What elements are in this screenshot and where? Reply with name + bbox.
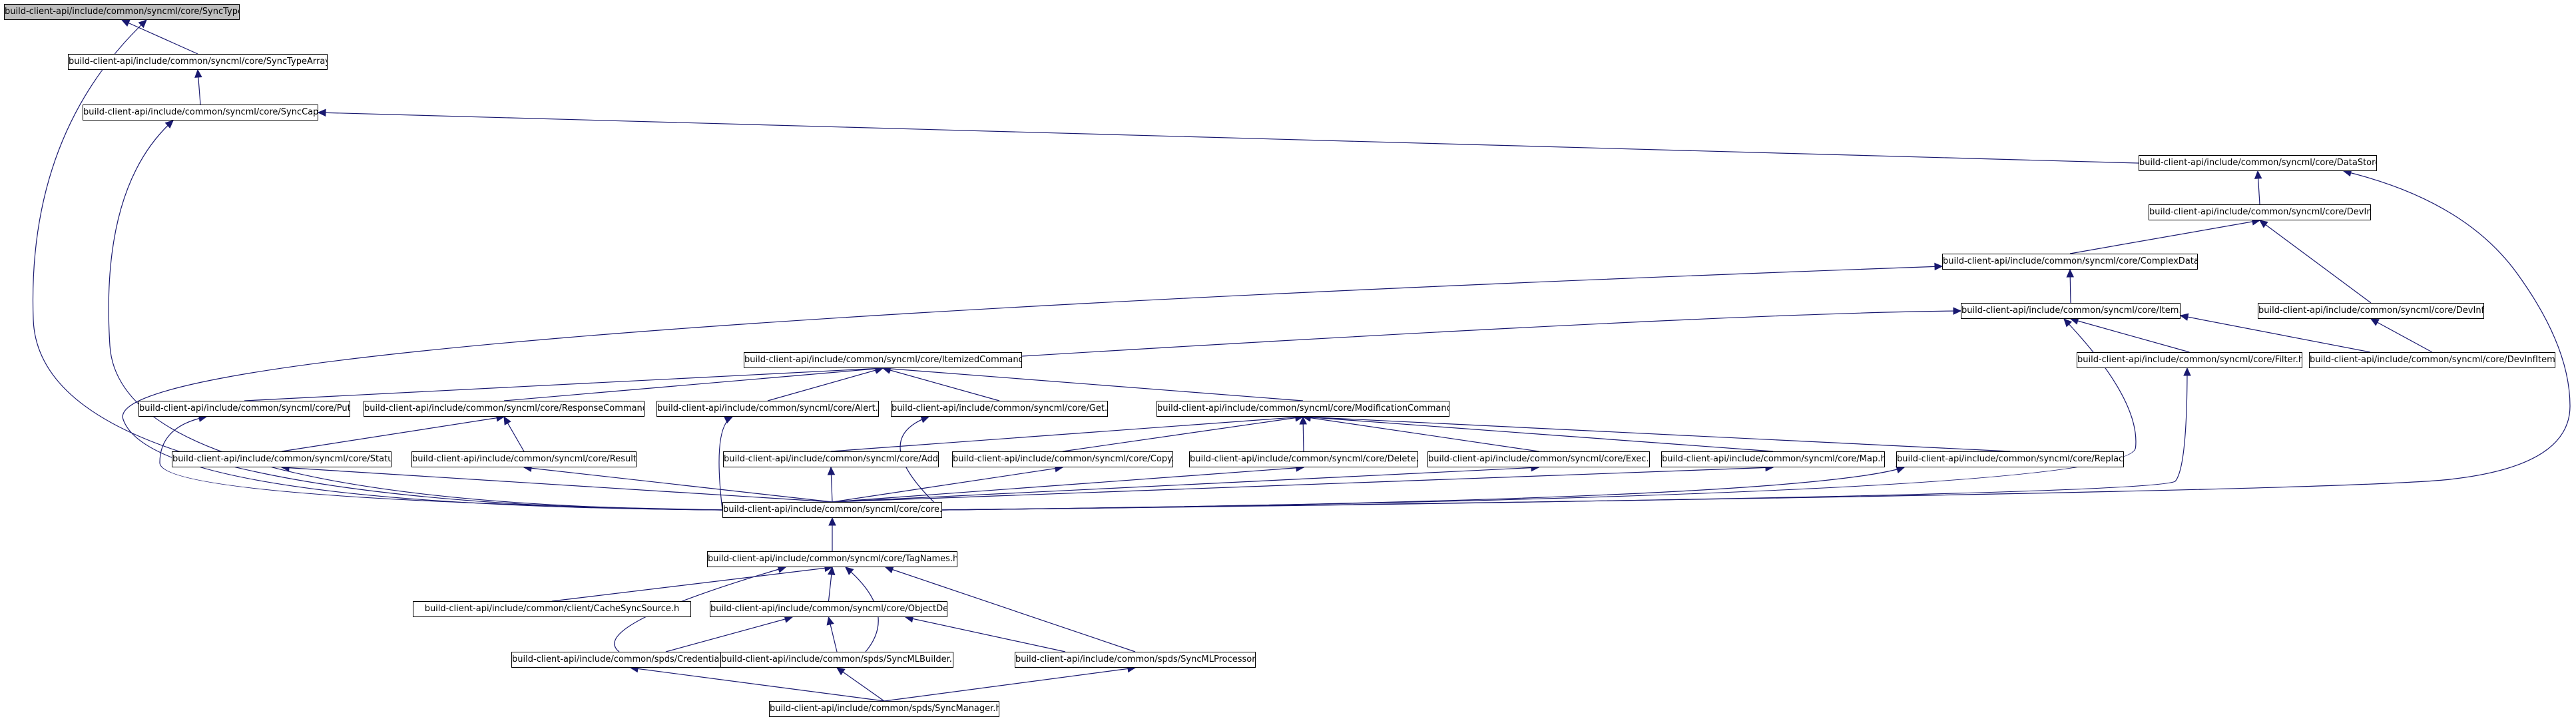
edge-syncmlbuilder-to-tagnames-arrowhead [845, 567, 854, 575]
edge-map-to-modificationcommand [1302, 416, 1774, 452]
edge-core-to-synccap-arrowhead [164, 120, 174, 128]
edge-modificationcommand-to-itemizedcommand [882, 367, 1304, 401]
edge-cachesyncsource-to-tagnames [551, 567, 833, 602]
edge-add-to-modificationcommand [830, 416, 1304, 452]
edge-core-to-alert-arrowhead [724, 416, 734, 424]
node-delete[interactable]: build-client-api/include/common/syncml/c… [1189, 451, 1418, 467]
node-devinf[interactable]: build-client-api/include/common/syncml/c… [2149, 204, 2371, 220]
node-objectdel[interactable]: build-client-api/include/common/syncml/c… [710, 601, 947, 617]
edge-core-to-synctype [32, 19, 723, 511]
edge-objectdel-to-tagnames-arrowhead [828, 566, 836, 576]
edge-itemizedcommand-to-item [1021, 310, 1961, 357]
edge-synccap-to-synctypearray-arrowhead [194, 69, 202, 78]
node-modificationcommand[interactable]: build-client-api/include/common/syncml/c… [1157, 401, 1449, 417]
node-synctypearray[interactable]: build-client-api/include/common/syncml/c… [68, 54, 328, 70]
edge-item-to-complexdata-arrowhead [2066, 268, 2075, 278]
edge-syncmlprocessor-to-tagnames [885, 567, 1136, 652]
edge-syncmanager-to-credentialhandler [630, 667, 885, 702]
edge-datastore-to-synccap-arrowhead [317, 109, 326, 117]
edge-devinfdata-to-devinf [2259, 220, 2372, 304]
edge-alert-to-itemizedcommand [767, 367, 884, 401]
edge-complexdata-to-devinf [2069, 220, 2260, 254]
edge-copy-to-modificationcommand [1062, 416, 1304, 452]
edge-syncmlprocessor-to-tagnames-arrowhead [884, 566, 894, 574]
edge-devinfdata-to-devinf-arrowhead [2259, 220, 2268, 228]
node-complexdata[interactable]: build-client-api/include/common/syncml/c… [1942, 254, 2198, 270]
edge-filter-to-item [2070, 318, 2190, 353]
edge-core-to-copy [832, 467, 1063, 503]
edge-core-to-filter [941, 367, 2188, 511]
node-item[interactable]: build-client-api/include/common/syncml/c… [1961, 303, 2181, 319]
edge-credentialhandler-to-tagnames [614, 567, 786, 652]
edge-core-to-filter-arrowhead [2183, 367, 2191, 376]
node-add[interactable]: build-client-api/include/common/syncml/c… [723, 451, 939, 467]
node-responsecommand[interactable]: build-client-api/include/common/syncml/c… [364, 401, 644, 417]
node-synctype[interactable]: build-client-api/include/common/syncml/c… [4, 4, 240, 20]
edge-core-to-exec [832, 467, 1539, 503]
node-cachesyncsource[interactable]: build-client-api/include/common/client/C… [413, 601, 691, 617]
edge-core-to-replace [941, 467, 1905, 511]
node-credentialhandler[interactable]: build-client-api/include/common/spds/Cre… [511, 652, 750, 668]
edge-core-to-results [523, 467, 833, 503]
edge-devinf-to-datastore-arrowhead [2254, 170, 2262, 179]
edge-put-to-itemizedcommand [244, 367, 884, 401]
edge-core-to-complexdata [122, 266, 1943, 511]
edge-results-to-responsecommand-arrowhead [503, 415, 511, 425]
node-tagnames[interactable]: build-client-api/include/common/syncml/c… [707, 551, 957, 567]
edge-synctypearray-to-synctype-arrowhead [121, 19, 130, 27]
edge-core-to-complexdata-arrowhead [1934, 262, 1943, 271]
edge-core-to-status [281, 467, 833, 503]
edge-syncmlprocessor-to-objectdel [905, 616, 1066, 652]
node-replace[interactable]: build-client-api/include/common/syncml/c… [1896, 451, 2124, 467]
edge-status-to-responsecommand [281, 416, 505, 452]
node-devinfitem[interactable]: build-client-api/include/common/syncml/c… [2309, 352, 2555, 368]
edge-core-to-item [941, 318, 2137, 511]
node-status[interactable]: build-client-api/include/common/syncml/c… [172, 451, 391, 467]
node-alert[interactable]: build-client-api/include/common/syncml/c… [656, 401, 879, 417]
edge-core-to-synccap [108, 120, 723, 511]
edge-syncmanager-to-syncmlprocessor [884, 667, 1136, 702]
node-map[interactable]: build-client-api/include/common/syncml/c… [1661, 451, 1885, 467]
edge-devinfitem-to-devinfdata [2370, 318, 2433, 353]
node-put[interactable]: build-client-api/include/common/syncml/c… [138, 401, 350, 417]
edge-core-to-add-arrowhead [827, 466, 836, 475]
edge-devinfitem-to-item-arrowhead [2179, 313, 2189, 321]
edge-syncmanager-to-syncmlbuilder [836, 667, 885, 702]
edge-responsecommand-to-itemizedcommand [503, 367, 884, 401]
edge-devinfitem-to-item [2180, 315, 2371, 353]
node-results[interactable]: build-client-api/include/common/syncml/c… [411, 451, 637, 467]
edge-devinfitem-to-devinfdata-arrowhead [2370, 318, 2380, 326]
edge-syncmanager-to-syncmlbuilder-arrowhead [836, 667, 846, 676]
edge-credentialhandler-to-objectdel [665, 616, 793, 652]
edge-itemizedcommand-to-item-arrowhead [1953, 307, 1962, 315]
edge-replace-to-modificationcommand [1302, 416, 2011, 452]
edge-core-to-item-arrowhead [2063, 318, 2073, 328]
node-devinfdata[interactable]: build-client-api/include/common/syncml/c… [2258, 303, 2484, 319]
edge-core-to-put [159, 416, 723, 511]
node-exec[interactable]: build-client-api/include/common/syncml/c… [1427, 451, 1650, 467]
node-filter[interactable]: build-client-api/include/common/syncml/c… [2077, 352, 2302, 368]
edge-core-to-map [832, 467, 1774, 503]
node-itemizedcommand[interactable]: build-client-api/include/common/syncml/c… [744, 352, 1022, 368]
edge-core-to-delete [832, 467, 1304, 503]
node-syncmlprocessor[interactable]: build-client-api/include/common/spds/Syn… [1015, 652, 1256, 668]
edge-core-to-synctype-arrowhead [138, 19, 147, 29]
edge-tagnames-to-core-arrowhead [828, 517, 836, 526]
edge-syncmlbuilder-to-objectdel-arrowhead [826, 616, 834, 626]
edge-core-to-get-arrowhead [920, 415, 930, 423]
edge-synctypearray-to-synctype [121, 19, 198, 55]
edge-exec-to-modificationcommand [1302, 416, 1539, 452]
node-synccap[interactable]: build-client-api/include/common/syncml/c… [83, 105, 318, 120]
node-copy[interactable]: build-client-api/include/common/syncml/c… [952, 451, 1173, 467]
node-syncmlbuilder[interactable]: build-client-api/include/common/spds/Syn… [720, 652, 953, 668]
edge-delete-to-modificationcommand-arrowhead [1299, 415, 1307, 425]
node-syncmanager[interactable]: build-client-api/include/common/spds/Syn… [769, 701, 999, 717]
node-get[interactable]: build-client-api/include/common/syncml/c… [891, 401, 1108, 417]
edge-get-to-itemizedcommand [882, 367, 1000, 401]
node-datastore[interactable]: build-client-api/include/common/syncml/c… [2139, 155, 2377, 171]
edge-datastore-to-synccap [318, 112, 2139, 164]
node-core[interactable]: build-client-api/include/common/syncml/c… [722, 502, 942, 518]
